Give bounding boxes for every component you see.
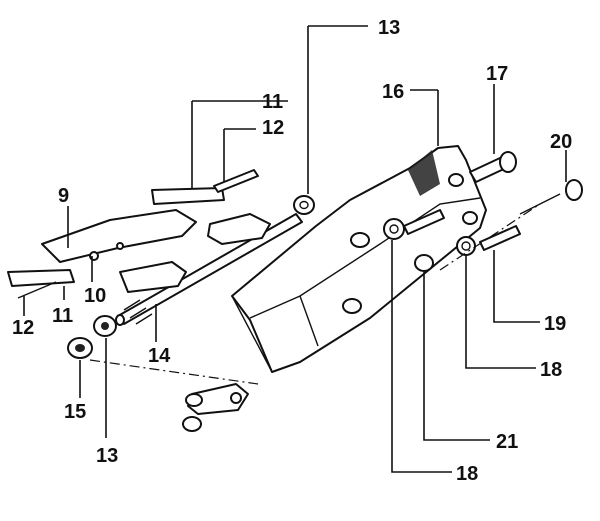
bolt-part-17 — [469, 151, 517, 183]
assembly-line-lower — [89, 359, 259, 385]
callout-17: 17 — [486, 63, 508, 85]
callout-11-left: 11 — [52, 305, 73, 327]
callout-12-left: 12 — [12, 317, 34, 339]
lever-part-9 — [41, 187, 271, 293]
callout-21: 21 — [496, 431, 518, 453]
stud-part-21 — [403, 209, 445, 235]
bolt-part-20 — [519, 179, 583, 215]
washer-part-15 — [67, 337, 93, 359]
callout-13-top: 13 — [378, 17, 400, 39]
callout-10: 10 — [84, 285, 106, 307]
washer-part-18-right — [456, 236, 476, 256]
callout-11-top: 11 — [262, 91, 283, 113]
callout-19: 19 — [544, 313, 566, 335]
link-arm — [182, 383, 249, 432]
callout-20: 20 — [550, 131, 572, 153]
washer-part-13-bottom — [93, 315, 117, 337]
callout-12-top: 12 — [262, 117, 284, 139]
callout-18-right: 18 — [540, 359, 562, 381]
callout-16: 16 — [382, 81, 404, 103]
washer-part-18-upper — [383, 218, 405, 240]
washer-part-13-top — [293, 195, 315, 215]
callout-9: 9 — [58, 185, 69, 207]
callout-13-bottom: 13 — [96, 445, 118, 467]
leader-lines — [23, 25, 567, 473]
callout-14: 14 — [148, 345, 171, 367]
stud-part-19 — [479, 225, 521, 251]
callout-18-bottom: 18 — [456, 463, 478, 485]
bracket-part-16 — [231, 145, 487, 373]
shaft-part-14 — [115, 213, 303, 326]
washer-lower — [414, 254, 434, 272]
callout-15: 15 — [64, 401, 86, 423]
roller-part-11 — [7, 169, 259, 299]
